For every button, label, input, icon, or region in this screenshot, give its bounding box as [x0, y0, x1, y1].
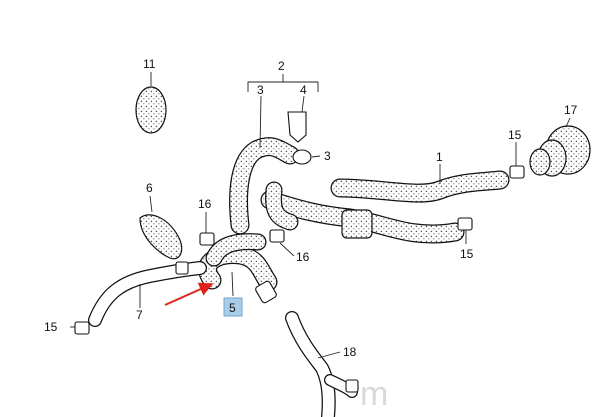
clamp-16-right [269, 229, 285, 243]
callout-15-lower-right: 15 [460, 247, 474, 261]
callout-15-left: 15 [44, 320, 58, 334]
hose-1-junction [341, 209, 373, 239]
leader-lines [70, 72, 571, 359]
clamp-hose-18-end [345, 379, 359, 393]
callout-5-highlight-box [223, 297, 243, 317]
callout-7: 7 [136, 308, 143, 322]
callout-2: 2 [278, 59, 285, 73]
part-11-grommet [135, 86, 167, 134]
callout-15-upper-right: 15 [508, 128, 522, 142]
callout-18: 18 [343, 345, 357, 359]
clamp-hose-7-end [175, 261, 189, 275]
callout-2-bracket [247, 74, 319, 92]
callout-3-lower: 3 [324, 149, 331, 163]
hose-7 [88, 261, 207, 327]
part-4-bracket [287, 111, 307, 143]
callout-1: 1 [436, 150, 443, 164]
callout-3-upper: 3 [257, 83, 264, 97]
callout-16-left: 16 [198, 197, 212, 211]
part-6-filter [139, 214, 183, 260]
clamp-15-upper-right [509, 165, 525, 179]
callout-17: 17 [564, 103, 578, 117]
hose-3 [229, 137, 300, 235]
hose-1 [260, 170, 510, 244]
hose-5-end-fitting [255, 280, 277, 304]
hose-18 [285, 311, 358, 417]
callout-11: 11 [143, 57, 156, 71]
part-3-cap [292, 149, 312, 165]
hose-5 [198, 233, 278, 304]
clamp-15-lower-right [457, 217, 473, 231]
watermark-text: m [360, 375, 388, 413]
part-17-connector [529, 125, 591, 177]
callout-4: 4 [300, 83, 307, 97]
callout-6: 6 [146, 181, 153, 195]
red-arrow [164, 282, 214, 306]
clamp-16-left [199, 232, 215, 246]
callout-16-right: 16 [296, 250, 310, 264]
callout-5: 5 [229, 301, 236, 315]
clamp-15-left [74, 321, 90, 335]
